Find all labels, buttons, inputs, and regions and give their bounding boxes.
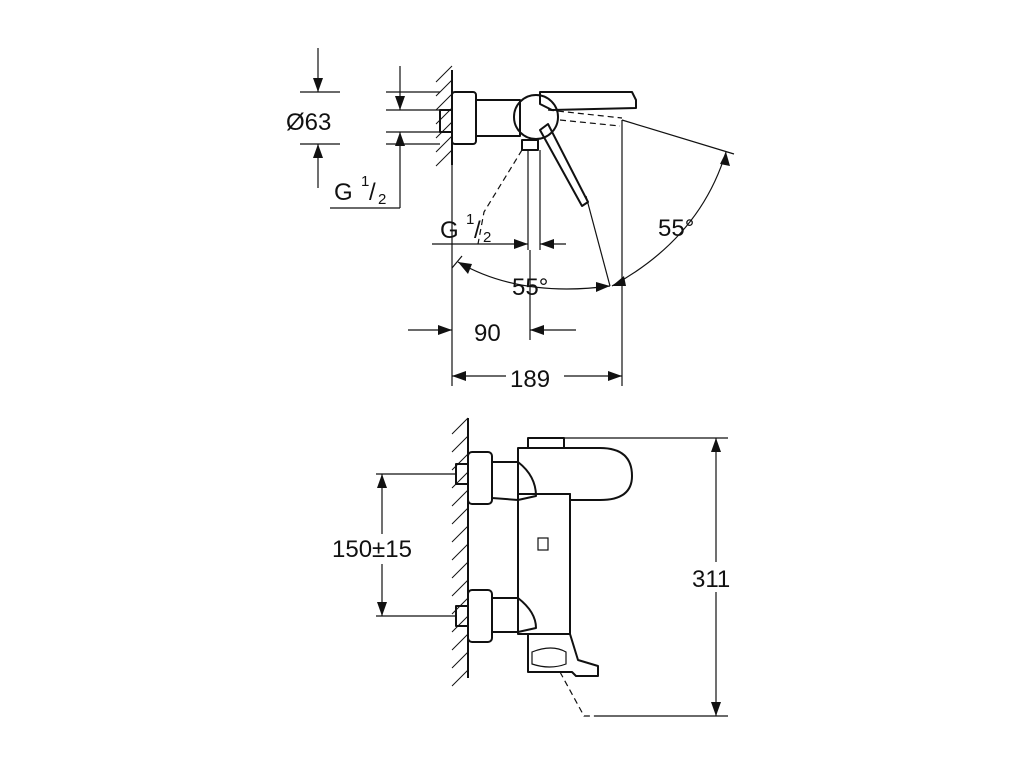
mixer-body-top xyxy=(475,99,521,137)
mixer-body-front xyxy=(517,493,571,635)
spacing-label: 150±15 xyxy=(332,536,412,563)
outlet-top xyxy=(521,139,539,151)
angle-right-label: 55° xyxy=(658,215,694,242)
lever-top xyxy=(539,123,589,207)
thread-upper-slash: / xyxy=(369,179,376,206)
handle-cap-front xyxy=(527,437,565,449)
wall-hatching-front xyxy=(451,417,469,687)
spout-outlet-front xyxy=(531,647,567,668)
thread-upper-num: 1 xyxy=(361,173,369,190)
thread-lower-den: 2 xyxy=(483,229,491,246)
spout-top xyxy=(539,91,637,111)
angle-arc-bottom xyxy=(457,261,611,290)
wall-connector-lower xyxy=(455,605,469,627)
eccentric-arm-lower xyxy=(491,597,537,633)
diameter-label: Ø63 xyxy=(286,109,331,136)
thread-label-upper: G xyxy=(334,179,353,206)
thread-lower-slash: / xyxy=(474,217,481,244)
height-label: 311 xyxy=(692,566,730,593)
brand-logo xyxy=(537,537,549,551)
spout-front xyxy=(527,633,599,677)
escutcheon-upper xyxy=(467,451,493,505)
thread-upper-den: 2 xyxy=(378,191,386,208)
thread-label-lower: G xyxy=(440,217,459,244)
escutcheon-top xyxy=(451,91,477,145)
depth-90-label: 90 xyxy=(474,320,501,347)
top-view: Ø63 G 1 / 2 G 1 / 2 55° 55° xyxy=(286,48,735,393)
front-view: 311 150±15 xyxy=(330,417,742,717)
angle-arc-right xyxy=(611,151,727,287)
handle-lever-front xyxy=(517,447,633,501)
swing-dash-right xyxy=(547,109,623,119)
thread-lower-num: 1 xyxy=(466,211,474,228)
eccentric-arm-upper xyxy=(491,461,537,501)
angle-bottom-label: 55° xyxy=(512,274,548,301)
spout-swing-dash xyxy=(559,671,594,717)
escutcheon-lower xyxy=(467,589,493,643)
wall-hatching-top xyxy=(435,65,453,167)
depth-189-label: 189 xyxy=(510,366,550,393)
swing-dash-left xyxy=(477,149,523,245)
swing-dash-right-2 xyxy=(559,119,621,127)
